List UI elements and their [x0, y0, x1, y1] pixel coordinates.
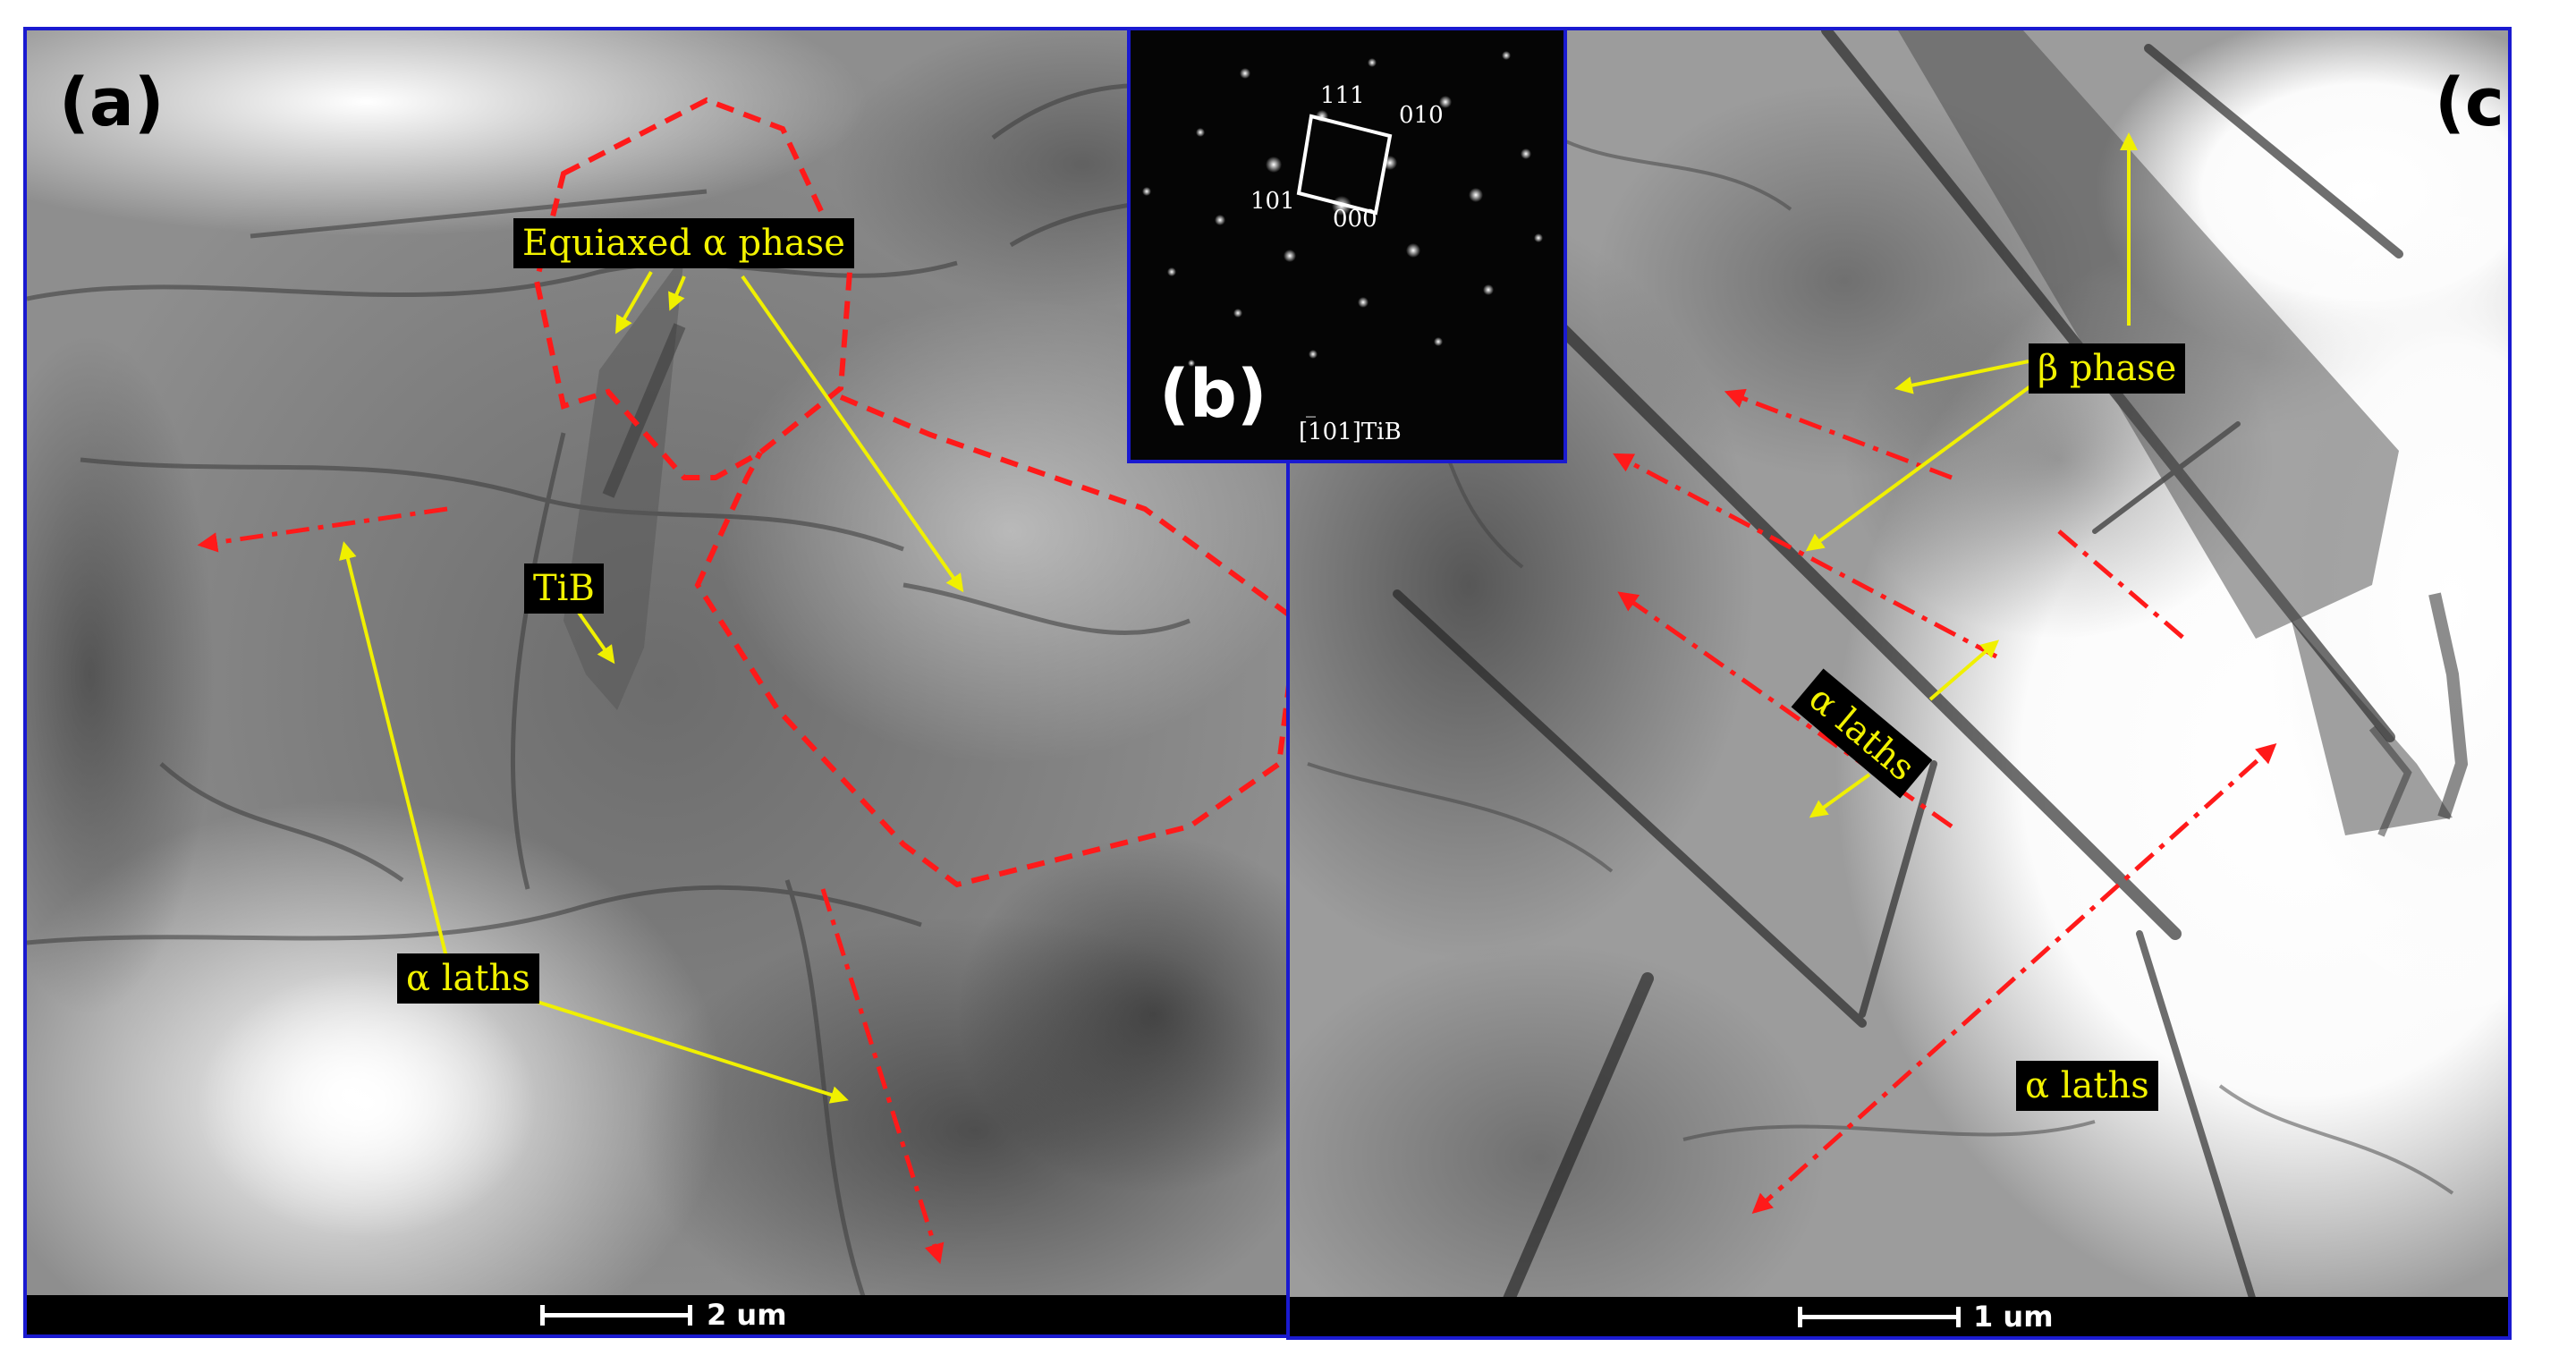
zone-axis-label: [101]TiB: [1299, 419, 1402, 445]
panel-b-spots: [1142, 51, 1543, 367]
label-alpha-laths-c: α laths: [2016, 1061, 2158, 1111]
panel-c-scale-bar: 1 um: [1290, 1297, 2508, 1336]
zone-axis-overbar: _: [1306, 395, 1316, 418]
label-alpha-laths-a: α laths: [397, 953, 539, 1004]
panel-c-micrograph: (c) β phase α laths α laths 1 um: [1286, 27, 2512, 1340]
panel-c-scale-line: [1798, 1307, 1961, 1327]
panel-a-scale-line: [540, 1305, 692, 1326]
panel-a-scale-label: 2 um: [707, 1298, 787, 1332]
spot-label-101: 101: [1250, 188, 1295, 215]
panel-b-diffraction-pattern: 111 010 101 000 (b) _ [101]TiB: [1127, 27, 1567, 463]
label-beta-phase: β phase: [2029, 343, 2186, 394]
panel-a-scale-bar: 2 um: [27, 1295, 1293, 1334]
spot-label-010: 010: [1399, 102, 1444, 129]
panel-c-scale-label: 1 um: [1973, 1300, 2054, 1334]
panel-a-letter: (a): [59, 64, 165, 141]
spot-label-000: 000: [1333, 206, 1377, 233]
spot-label-111: 111: [1320, 82, 1365, 109]
label-tib: TiB: [524, 563, 604, 614]
unit-cell-box: [1296, 114, 1393, 216]
label-equiaxed-alpha-phase: Equiaxed α phase: [513, 218, 854, 268]
panel-b-letter: (b): [1159, 356, 1267, 433]
panel-a-micrograph: (a) Equiaxed α phase TiB α laths 2 um: [23, 27, 1297, 1338]
panel-c-letter: (c): [2435, 64, 2508, 141]
